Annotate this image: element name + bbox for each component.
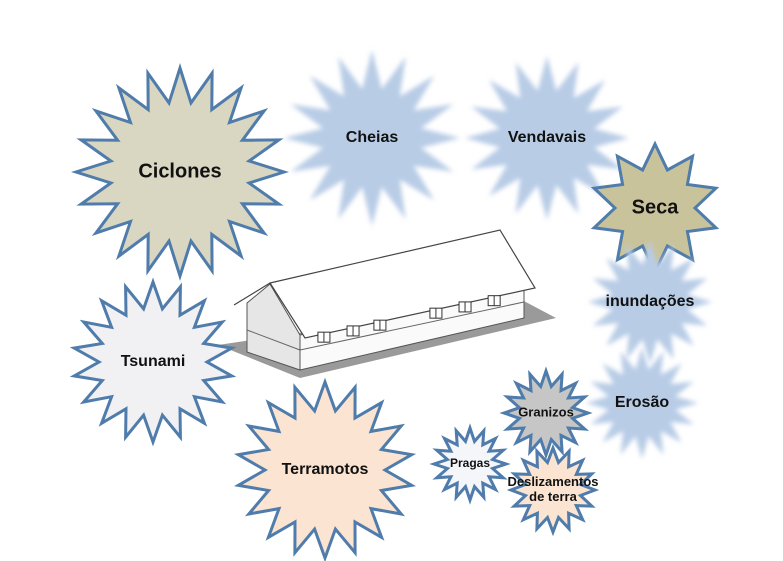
hazard-terramotos: Terramotos xyxy=(233,377,417,561)
building-band xyxy=(299,301,525,351)
starburst-shape xyxy=(69,277,237,447)
starburst-shape xyxy=(586,347,698,459)
school-building xyxy=(218,229,556,378)
building-roof xyxy=(269,229,536,339)
starburst-shape xyxy=(233,377,417,561)
starburst-shape xyxy=(465,56,629,220)
hazard-label: Granizos xyxy=(518,404,574,419)
hazard-erosao: Erosão xyxy=(586,347,698,459)
hazard-ciclones: Ciclones xyxy=(71,63,289,281)
hazard-label: Ciclones xyxy=(138,160,221,182)
hazard-seca: Seca xyxy=(590,140,720,276)
stars-front-layer: TsunamiTerramotosGranizosPragasDeslizame… xyxy=(69,277,600,561)
hazard-label: Erosão xyxy=(615,394,669,411)
building-gable-eave xyxy=(233,282,271,306)
starburst-shape xyxy=(429,423,511,505)
starburst-shape xyxy=(71,63,289,281)
building-windows xyxy=(317,295,501,343)
starburst-shape xyxy=(588,240,712,364)
hazard-label: Terramotos xyxy=(282,461,369,478)
starburst-shape xyxy=(499,366,593,460)
hazard-pragas: Pragas xyxy=(429,423,511,505)
hazard-label: Vendavais xyxy=(508,129,586,146)
hazard-label: inundações xyxy=(606,293,695,310)
hazard-label: Tsunami xyxy=(121,353,186,370)
hazard-inundacoes: inundações xyxy=(588,240,712,364)
hazard-vendavais: Vendavais xyxy=(465,56,629,220)
starburst-shape xyxy=(506,443,600,537)
hazard-granizos: Granizos xyxy=(499,366,593,460)
hazard-label: Cheias xyxy=(346,129,399,146)
hazard-tsunami: Tsunami xyxy=(69,277,237,447)
building-band xyxy=(246,329,301,351)
hazard-label: Pragas xyxy=(450,456,490,470)
hazard-label: Seca xyxy=(632,196,680,218)
hazard-label: Deslizamentos xyxy=(507,474,598,489)
hazard-label: de terra xyxy=(529,489,577,504)
hazard-cheias: Cheias xyxy=(284,50,460,226)
starburst-shape xyxy=(284,50,460,226)
